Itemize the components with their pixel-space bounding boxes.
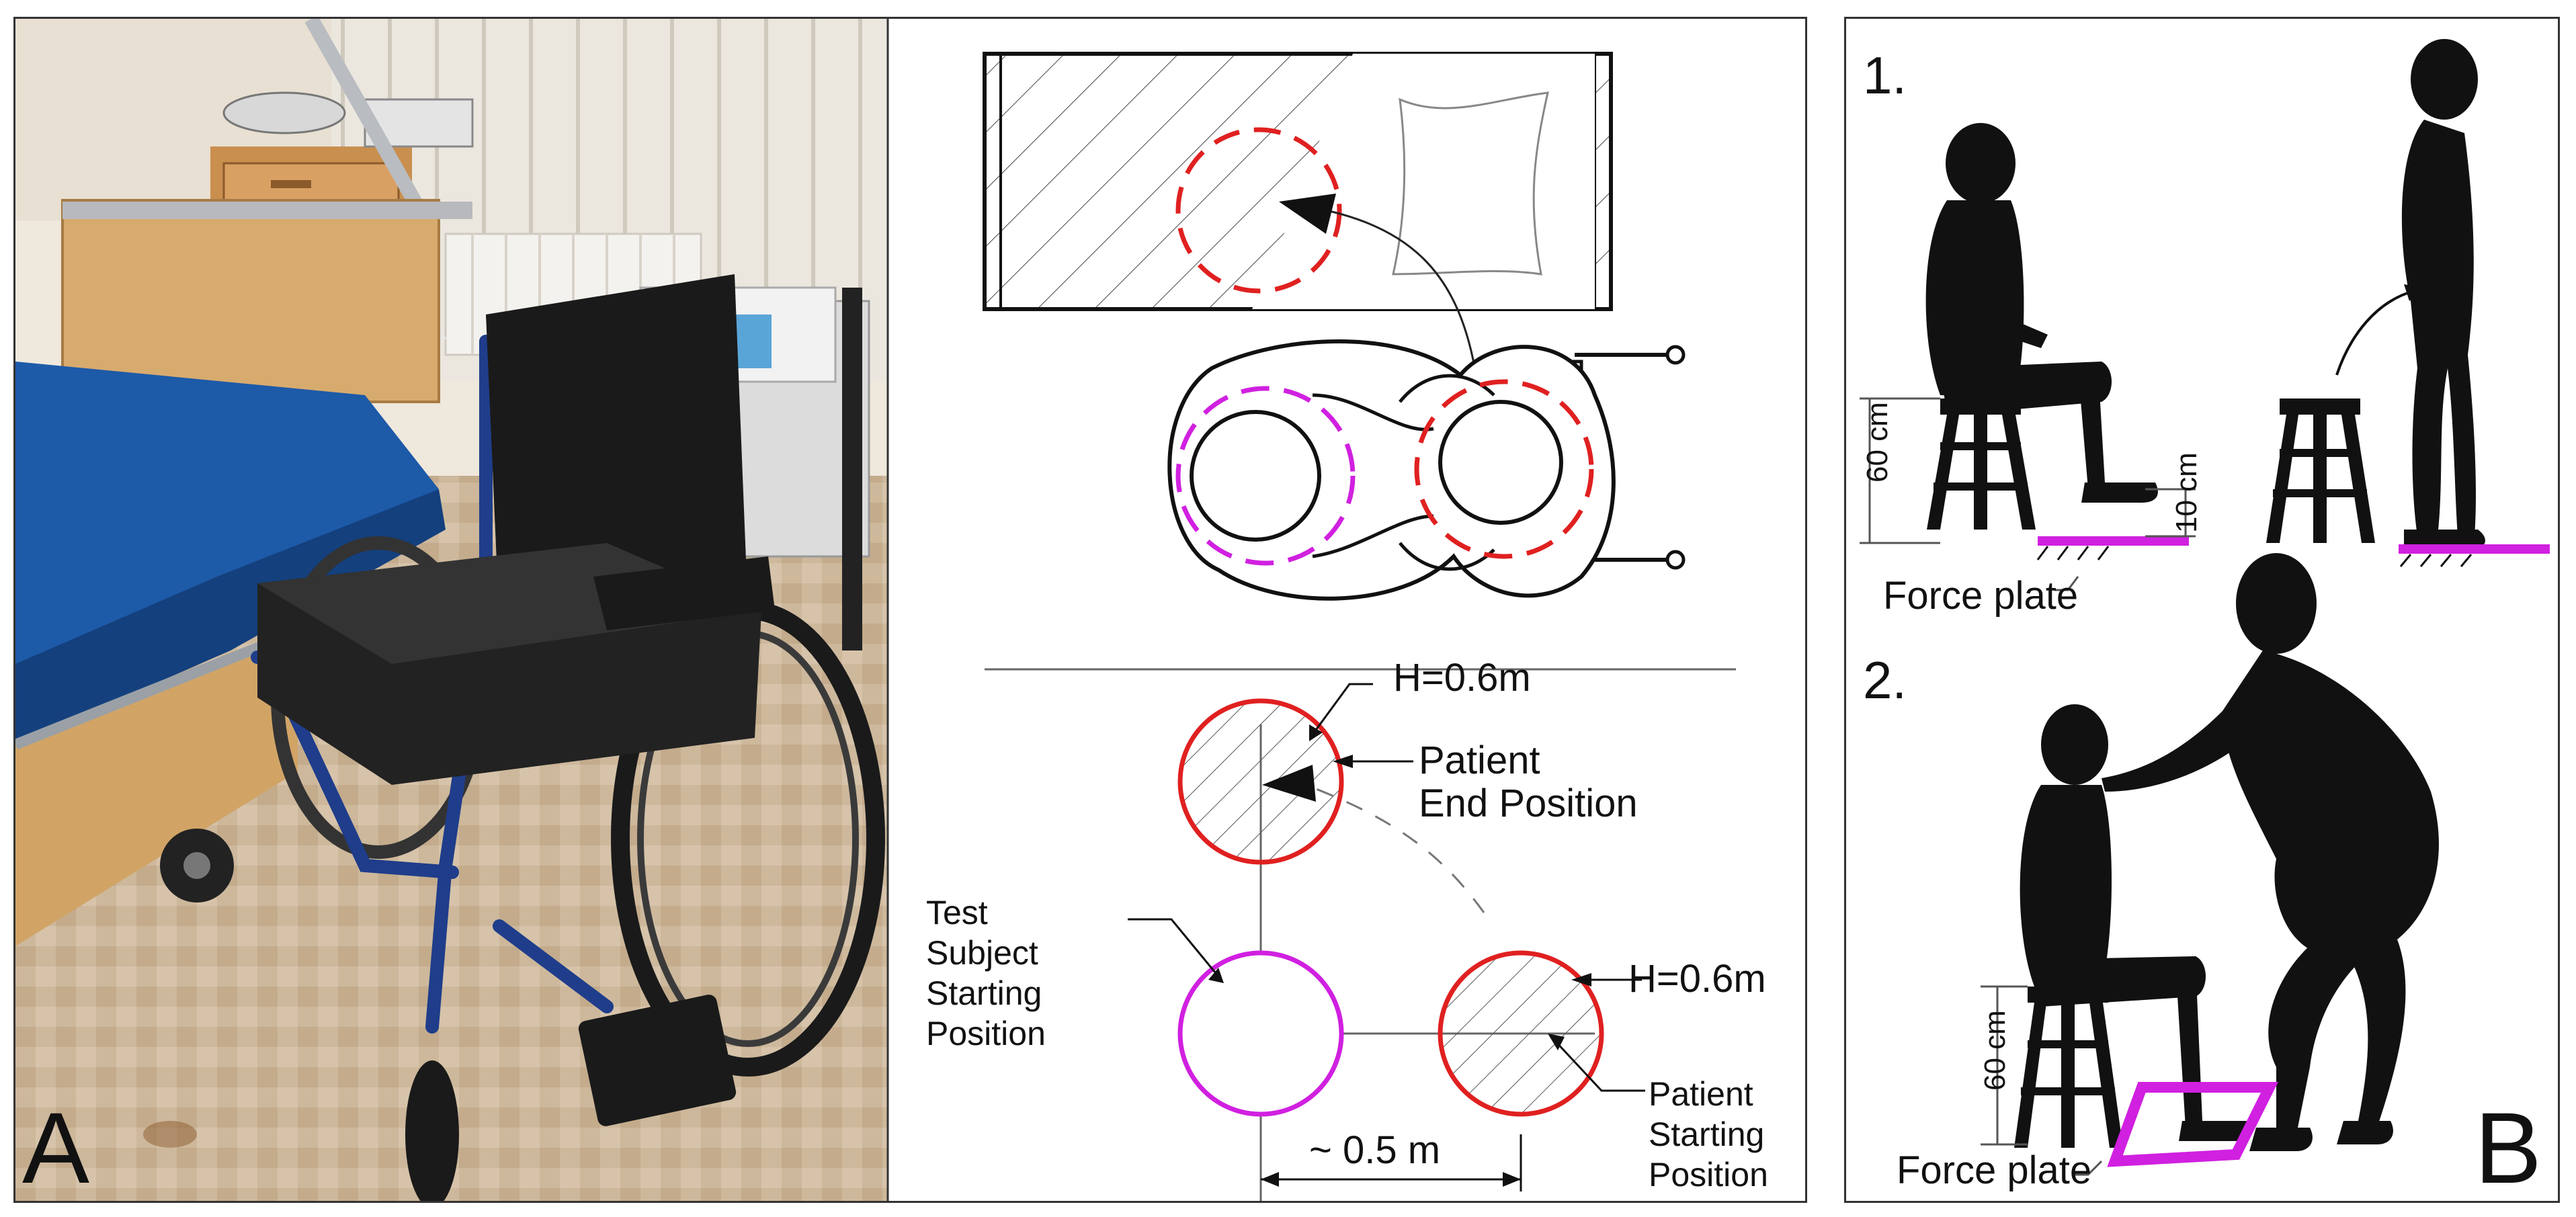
patient-start-marker [1414, 379, 1594, 559]
panel-b-figure [1860, 39, 2550, 1176]
panel-a-figure [15, 19, 1736, 1201]
panel-a: A H=0.6m Patient End Position Test Subje… [13, 17, 1807, 1203]
wheelchair-bed-photo [15, 19, 887, 1201]
force-plate-2 [2399, 544, 2550, 554]
stool-icon-1 [1927, 398, 2036, 530]
force-plate-3 [2107, 1082, 2278, 1167]
panel-letter-b: B [2475, 1091, 2542, 1203]
end-position-circle [1177, 698, 1344, 865]
height-end-label: H=0.6m [1393, 656, 1531, 700]
step-1-label: 1. [1863, 46, 1907, 105]
force-plate-label-2: Force plate [1897, 1148, 2092, 1192]
subject-start-circle [1177, 950, 1344, 1117]
patient-start-label: Patient Starting Position [1649, 1075, 1768, 1193]
ground-hatch-1 [2036, 546, 2110, 560]
step-2-label: 2. [1863, 651, 1907, 710]
stool-icon-2 [2266, 398, 2375, 543]
test-subject-label: Test Subject Starting Position [926, 894, 1046, 1052]
stool-icon-3 [2014, 987, 2123, 1148]
plate-offset-label: 10 cm [2170, 452, 2203, 533]
panel-b: 1. 2. 60 cm 10 cm Force plate 60 cm Forc… [1844, 17, 2560, 1203]
patient-start-circle [1438, 950, 1604, 1117]
helper-figure-icon [2102, 553, 2439, 1151]
height-start-label: H=0.6m [1628, 957, 1766, 1001]
floor-plan-diagram [983, 52, 1736, 1201]
seat-height-2-label: 60 cm [1979, 1010, 2011, 1091]
panel-letter-a: A [22, 1091, 90, 1203]
seated-figure-icon [1925, 123, 2158, 503]
end-position-marker [1175, 127, 1342, 294]
force-plate-1 [2038, 536, 2189, 546]
subject-start-marker [1175, 386, 1356, 566]
patient-end-label: Patient End Position [1419, 739, 1638, 825]
standing-figure-icon [2401, 39, 2485, 550]
distance-label: ~ 0.5 m [1309, 1128, 1441, 1172]
seat-height-1-label: 60 cm [1861, 402, 1894, 482]
force-plate-label-1: Force plate [1883, 574, 2079, 618]
